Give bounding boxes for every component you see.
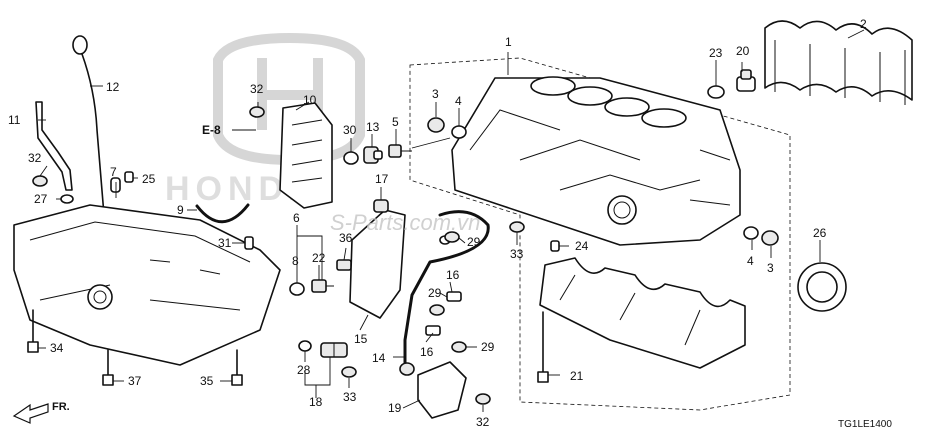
- callout-9: 9: [177, 203, 184, 217]
- washer-30: [343, 151, 359, 165]
- callout-12: 12: [106, 80, 120, 94]
- callout-27: 27: [34, 192, 48, 206]
- diagram-code: TG1LE1400: [838, 419, 892, 430]
- bolt-32-upper: [249, 106, 265, 118]
- bolt-33-upper: [509, 221, 525, 233]
- shield-19: [417, 361, 467, 419]
- bolt-34: [27, 309, 39, 353]
- callout-34: 34: [50, 341, 64, 355]
- bolt-29-upper: [444, 231, 460, 243]
- bolt-32-left: [32, 175, 48, 187]
- callout-14: 14: [372, 351, 386, 365]
- bolt-29-lower: [451, 341, 467, 353]
- watermark-text: S-Parts.com.vn: [330, 210, 480, 235]
- dowel-25: [124, 171, 134, 183]
- callout-29-mid: 29: [428, 286, 442, 300]
- dipstick-tube-11: [35, 101, 73, 191]
- bolt-37: [102, 349, 114, 386]
- o-ring-7: [110, 177, 121, 193]
- washer-4-upper: [451, 125, 467, 139]
- callout-31: 31: [218, 236, 232, 250]
- callout-28: 28: [297, 363, 311, 377]
- dipstick-12: [72, 35, 105, 216]
- seal-23: [707, 85, 725, 99]
- callout-3: 3: [432, 87, 439, 101]
- clip-16-lower: [425, 325, 441, 336]
- gasket-9: [195, 203, 250, 224]
- water-jacket-spacer: [764, 20, 913, 105]
- plug-3-upper: [427, 117, 445, 133]
- washer-4-lower: [743, 226, 759, 240]
- front-direction-label: FR.: [52, 401, 70, 413]
- callout-33-lower: 33: [343, 390, 357, 404]
- callout-13: 13: [366, 120, 380, 134]
- callout-24: 24: [575, 239, 589, 253]
- washer-28: [298, 340, 312, 352]
- callout-32-left: 32: [28, 151, 42, 165]
- bearing-cap: [539, 257, 746, 369]
- callout-2: 2: [860, 17, 867, 31]
- callout-32-lower: 32: [476, 415, 490, 429]
- callout-5: 5: [392, 115, 399, 129]
- bolt-35: [231, 349, 243, 386]
- callout-1: 1: [505, 35, 512, 49]
- callout-8: 8: [292, 254, 299, 268]
- callout-numbers: 1 2 3 4 5 6 7 8 9 10 11 12 13 14 15 16 1…: [8, 17, 867, 429]
- dowel-pin-24: [550, 240, 560, 252]
- callout-35: 35: [200, 374, 214, 388]
- washer-27: [60, 194, 74, 204]
- callout-16-lower: 16: [420, 345, 434, 359]
- washer-8: [289, 282, 305, 296]
- bolt-32-lower: [475, 393, 491, 405]
- callout-19: 19: [388, 401, 402, 415]
- timing-cover-10: [279, 102, 333, 209]
- cylinder-block: [451, 76, 741, 246]
- reference-label: E-8: [202, 123, 221, 137]
- callout-32: 32: [250, 82, 264, 96]
- callout-4: 4: [455, 94, 462, 108]
- bolt-5: [388, 144, 412, 158]
- sensor-13: [363, 146, 383, 164]
- callout-33: 33: [510, 247, 524, 261]
- callout-21: 21: [570, 369, 584, 383]
- bolt-36: [336, 259, 352, 271]
- callout-30: 30: [343, 123, 357, 137]
- plug-3-lower: [761, 230, 779, 246]
- plug-22: [311, 279, 334, 293]
- oil-seal: [797, 262, 847, 312]
- callout-37: 37: [128, 374, 142, 388]
- bolt-21: [537, 311, 549, 383]
- callout-7: 7: [110, 165, 117, 179]
- front-direction-arrow: FR.: [12, 401, 70, 424]
- callout-18: 18: [309, 395, 323, 409]
- clip-16-upper: [446, 291, 462, 302]
- callout-25: 25: [142, 172, 156, 186]
- leader-lines: [38, 29, 865, 412]
- callout-11: 11: [8, 113, 21, 127]
- callout-36: 36: [339, 231, 353, 245]
- callout-17: 17: [375, 172, 389, 186]
- oil-jet-18: [320, 342, 348, 358]
- callout-23: 23: [709, 46, 723, 60]
- bolt-33-lower: [341, 366, 357, 378]
- callout-6: 6: [293, 211, 300, 225]
- callout-10: 10: [303, 93, 317, 107]
- plug-20: [736, 69, 756, 92]
- oil-pan: [13, 204, 281, 366]
- callout-29: 29: [467, 235, 481, 249]
- dowel-31: [244, 236, 254, 250]
- callout-22: 22: [312, 251, 326, 265]
- callout-29-lower: 29: [481, 340, 495, 354]
- callout-15: 15: [354, 332, 368, 346]
- callout-20: 20: [736, 44, 750, 58]
- callout-4-lower: 4: [747, 254, 754, 268]
- callout-3-lower: 3: [767, 261, 774, 275]
- callout-16: 16: [446, 268, 460, 282]
- callout-26: 26: [813, 226, 827, 240]
- bolt-29-mid: [429, 304, 445, 316]
